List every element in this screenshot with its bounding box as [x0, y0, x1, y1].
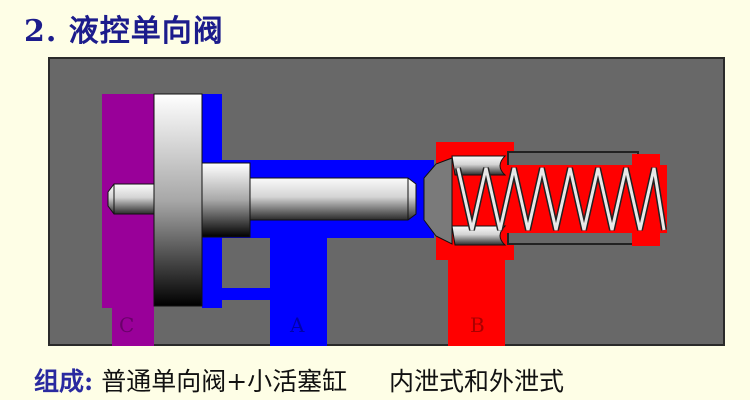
caption: 组成: 普通单向阀+小活塞缸 内泄式和外泄式 — [34, 362, 564, 398]
poppet — [423, 155, 507, 246]
control-piston — [107, 93, 417, 307]
caption-composition: 普通单向阀+小活塞缸 — [101, 367, 348, 396]
caption-types: 内泄式和外泄式 — [389, 367, 565, 396]
port-a-label: A — [289, 313, 305, 337]
port-c-label: C — [119, 313, 134, 337]
caption-label: 组成: — [34, 367, 94, 396]
port-b-label: B — [470, 313, 485, 337]
page-title: 2. 液控单向阀 — [24, 14, 224, 49]
